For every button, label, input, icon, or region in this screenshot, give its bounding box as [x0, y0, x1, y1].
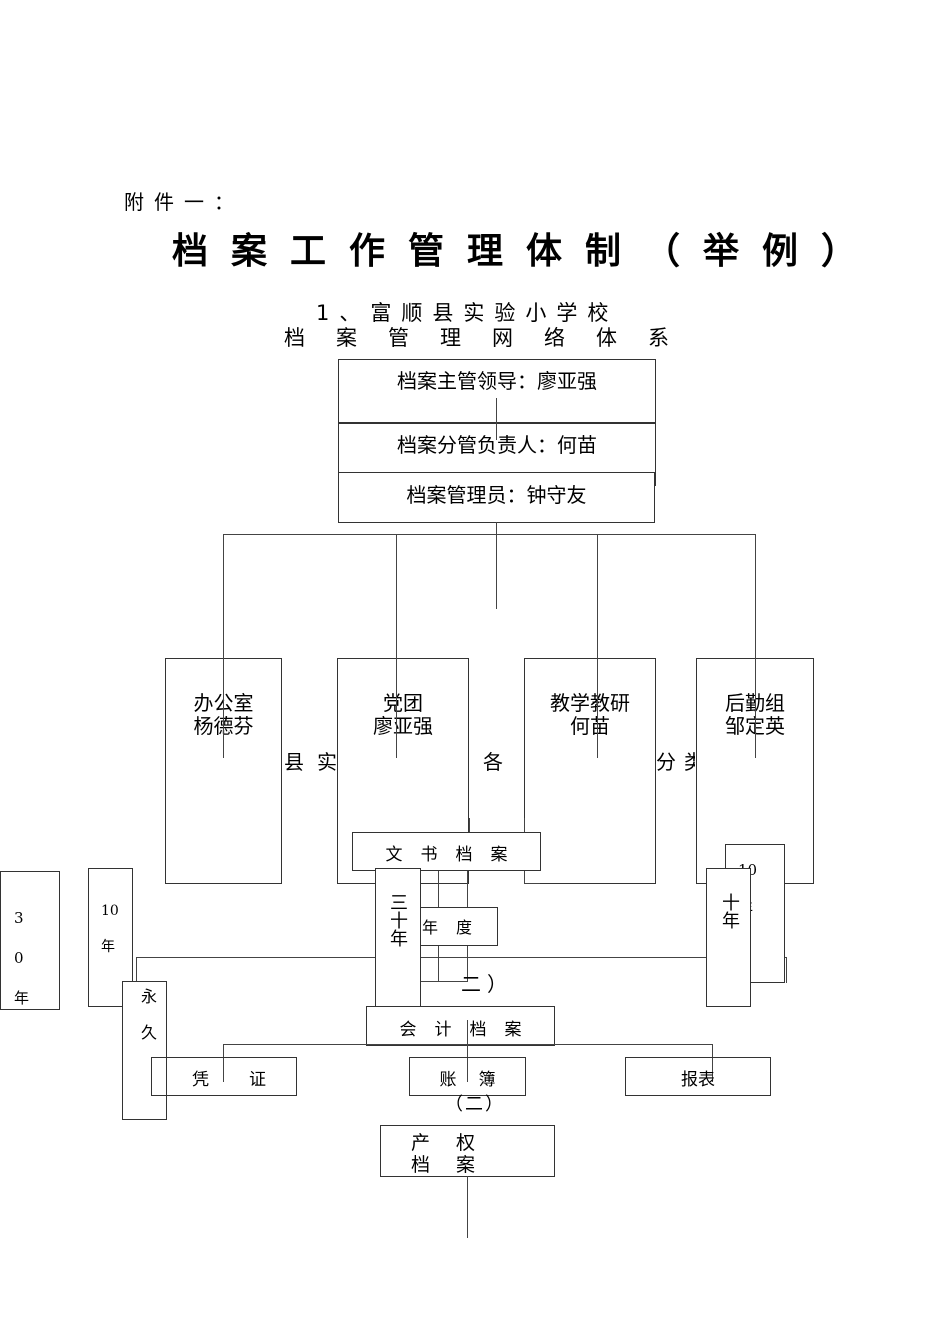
retention-permanent-box: 永久 — [122, 981, 167, 1120]
connector-trunk — [496, 522, 497, 609]
connector-stub — [755, 658, 756, 758]
documents-archive-label: 文书档案 — [385, 845, 526, 865]
department-name: 教学教研 — [550, 691, 630, 715]
property-archive-box: 产权档案 — [380, 1125, 555, 1177]
chief-leader-box: 档案主管领导：廖亚强 — [338, 359, 656, 424]
responsible-person-box: 档案分管负责人：何苗 — [338, 422, 656, 486]
connector-stub — [396, 658, 397, 758]
heading-fragment: 类 — [684, 750, 695, 774]
subtitle-network: 档案管理网络体系 — [284, 326, 700, 350]
report-box: 报表 — [625, 1057, 771, 1096]
responsible-person-label: 档案分管负责人：何苗 — [397, 433, 597, 457]
retention-ten-years-box: 十年 — [706, 868, 751, 1007]
report-label: 报表 — [681, 1070, 715, 1090]
connector-dept-2 — [396, 534, 397, 659]
page-title: 档案工作管理体制（举例） — [172, 231, 881, 272]
connector-doc-right-out — [524, 883, 540, 884]
attachment-label: 附件一： — [124, 190, 244, 214]
heading-fragment: 分 — [656, 750, 676, 774]
annual-label: 年度 — [422, 918, 491, 937]
connector-report — [712, 1044, 713, 1082]
accounting-section-mark: （二） — [445, 1094, 505, 1115]
department-person: 廖亚强 — [373, 714, 433, 738]
voucher-box: 凭证 — [151, 1057, 297, 1096]
chief-leader-label: 档案主管领导：廖亚强 — [397, 369, 597, 393]
department-box-teaching: 教学教研 何苗 — [524, 658, 656, 884]
connector-accounting-center — [467, 1020, 468, 1082]
subtitle-school: 1、富顺县实验小学校 — [316, 301, 619, 325]
connector-accounting-bar — [223, 1044, 563, 1045]
retention-ten-years-label: 十年 — [719, 893, 740, 929]
retention-permanent-label: 永久 — [138, 988, 157, 1060]
connector-doc-right-v — [524, 871, 525, 883]
connector-dept-3 — [597, 534, 598, 659]
connector-year-bottom — [420, 981, 468, 982]
ledger-label: 账簿 — [439, 1070, 518, 1090]
retention-10-years-label: 10年 — [101, 903, 119, 955]
accounting-archive-label: 会计档案 — [399, 1020, 540, 1040]
connector-property-down — [467, 1176, 468, 1238]
archivist-box: 档案管理员：钟守友 — [338, 472, 655, 523]
heading-fragment: 县 — [284, 750, 304, 774]
ledger-box: 账簿 — [409, 1057, 526, 1096]
heading-fragment: 实 — [317, 750, 337, 774]
heading-fragment: 各 — [483, 750, 503, 774]
retention-30-years-box: 30年 — [0, 871, 60, 1010]
connector-accounting-bar-right — [555, 1044, 712, 1045]
retention-thirty-years-box: 三十年 — [375, 868, 421, 1007]
accounting-archive-box: 会计档案 — [366, 1006, 555, 1046]
connector-doc-left — [469, 818, 470, 832]
documents-archive-box: 文书档案 — [352, 832, 541, 871]
connector-dept-4 — [755, 534, 756, 659]
department-person: 何苗 — [570, 714, 610, 738]
annual-box: 年度 — [418, 907, 498, 946]
retention-30-years-label: 30年 — [14, 909, 30, 1007]
connector-dept-1 — [223, 534, 224, 659]
connector-leader-center — [496, 398, 497, 440]
documents-section-mark: 二） — [461, 972, 513, 996]
property-archive-label: 产权档案 — [411, 1132, 502, 1176]
connector-doc-right — [524, 818, 525, 832]
connector-voucher — [223, 1044, 224, 1082]
connector-branch-bar — [223, 534, 755, 535]
voucher-label: 凭证 — [192, 1070, 306, 1090]
retention-thirty-years-label: 三十年 — [387, 893, 408, 947]
connector-retention-bar — [136, 957, 786, 958]
department-name: 党团 — [383, 691, 423, 715]
connector-permanent — [136, 957, 137, 983]
connector-stub — [223, 658, 224, 758]
connector-stub — [597, 658, 598, 758]
connector-tenyear-right — [786, 957, 787, 983]
archivist-label: 档案管理员：钟守友 — [406, 483, 587, 507]
